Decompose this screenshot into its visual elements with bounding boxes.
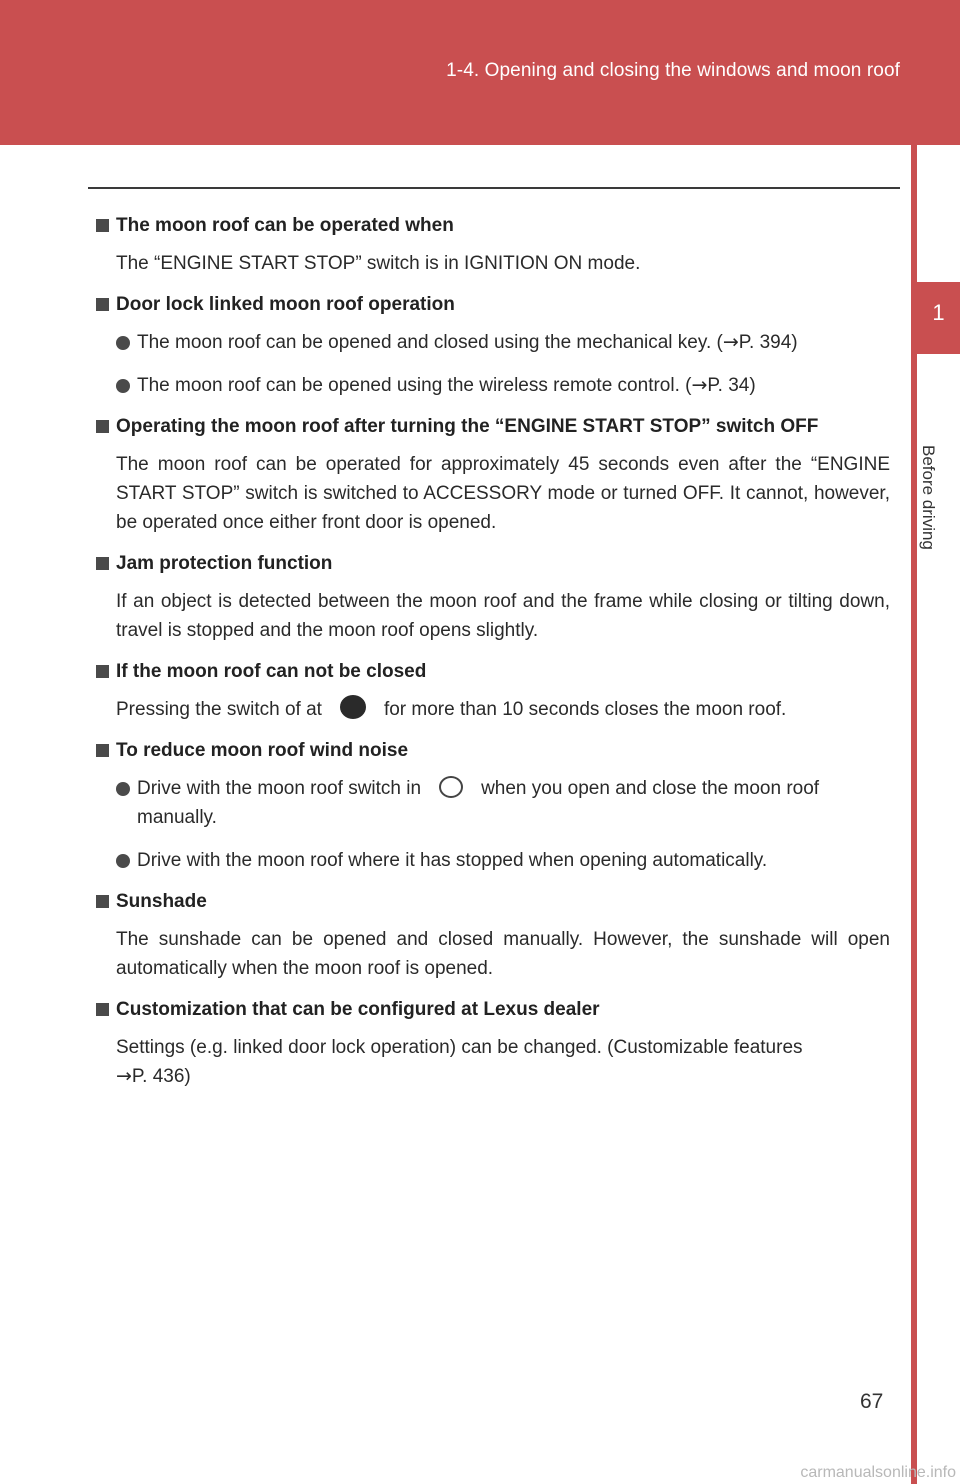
page-content: The moon roof can be operated when The “… [96, 213, 890, 1105]
square-bullet-icon [96, 298, 109, 311]
page-number: 67 [860, 1390, 884, 1413]
page-reference[interactable]: P. 394) [738, 332, 798, 353]
arrow-icon: → [722, 331, 739, 353]
watermark: carmanualsonline.info [800, 1464, 956, 1481]
section-heading: Customization that can be configured at … [96, 997, 890, 1022]
list-item: The moon roof can be opened and closed u… [116, 328, 890, 357]
section-heading: To reduce moon roof wind noise [96, 738, 890, 763]
square-bullet-icon [96, 1003, 109, 1016]
square-bullet-icon [96, 557, 109, 570]
square-bullet-icon [96, 420, 109, 433]
section-heading: Door lock linked moon roof operation [96, 292, 890, 317]
section-text: If an object is detected between the moo… [116, 591, 890, 641]
section-cannot-close: If the moon roof can not be closed Press… [96, 659, 890, 724]
square-bullet-icon [96, 744, 109, 757]
section-heading: The moon roof can be operated when [96, 213, 890, 238]
section-door-lock-linked: Door lock linked moon roof operation The… [96, 292, 890, 400]
header-band: 1-4. Opening and closing the windows and… [0, 0, 960, 145]
section-heading: Operating the moon roof after turning th… [96, 414, 890, 439]
page-reference[interactable]: P. 34) [707, 375, 756, 396]
chapter-title: 1-4. Opening and closing the windows and… [446, 60, 900, 81]
round-bullet-icon [116, 379, 130, 393]
section-heading: Jam protection function [96, 551, 890, 576]
square-bullet-icon [96, 665, 109, 678]
side-tab-number: 1 [932, 300, 945, 325]
list-item: Drive with the moon roof where it has st… [116, 846, 890, 875]
switch-position-outline-icon [439, 776, 464, 798]
section-operable-when: The moon roof can be operated when The “… [96, 213, 890, 278]
divider [88, 187, 900, 189]
side-tab-label: Before driving [919, 445, 938, 550]
round-bullet-icon [116, 336, 130, 350]
section-text: The sunshade can be opened and closed ma… [116, 929, 890, 979]
side-tab-inner [917, 145, 960, 1484]
section-customization: Customization that can be configured at … [96, 997, 890, 1091]
square-bullet-icon [96, 895, 109, 908]
page-reference[interactable]: P. 436) [131, 1066, 191, 1087]
list-item: The moon roof can be opened using the wi… [116, 371, 890, 400]
arrow-icon: → [691, 374, 708, 396]
section-heading: If the moon roof can not be closed [96, 659, 890, 684]
square-bullet-icon [96, 219, 109, 232]
arrow-icon: → [116, 1065, 132, 1087]
round-bullet-icon [116, 854, 130, 868]
section-heading: Sunshade [96, 889, 890, 914]
round-bullet-icon [116, 782, 130, 796]
section-text: The “ENGINE START STOP” switch is in IGN… [116, 253, 641, 274]
section-wind-noise: To reduce moon roof wind noise Drive wit… [96, 738, 890, 875]
section-text: Settings (e.g. linked door lock operatio… [116, 1037, 803, 1087]
section-text: The moon roof can be operated for approx… [116, 454, 890, 533]
section-after-engine-off: Operating the moon roof after turning th… [96, 414, 890, 537]
section-jam-protection: Jam protection function If an object is … [96, 551, 890, 645]
switch-position-filled-icon [339, 695, 366, 719]
section-sunshade: Sunshade The sunshade can be opened and … [96, 889, 890, 983]
side-tab-number-block [917, 282, 960, 354]
